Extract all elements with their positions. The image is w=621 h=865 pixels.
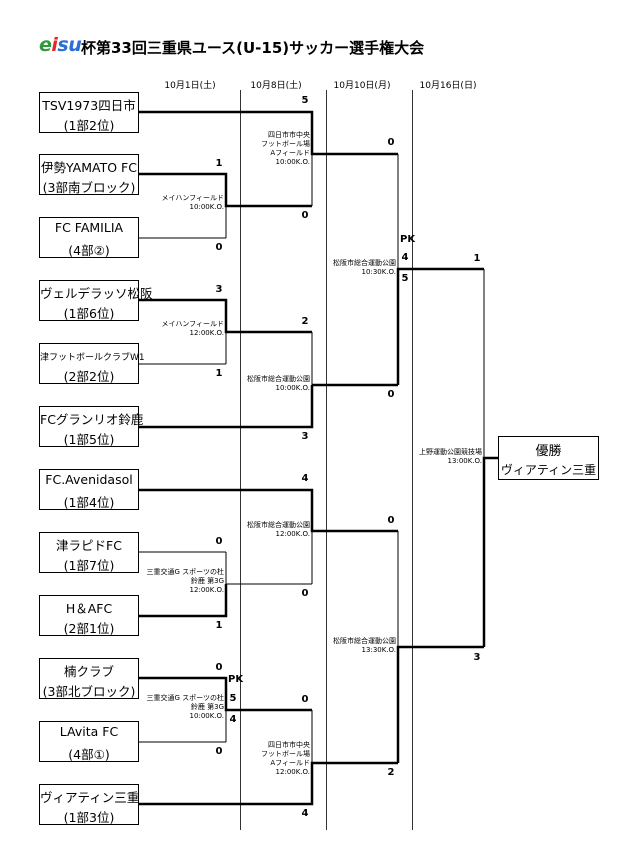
pk-score: 5 bbox=[229, 693, 237, 704]
team-box: ヴィアティン三重(1部3位) bbox=[39, 784, 139, 825]
score: 0 bbox=[387, 137, 395, 148]
team-box: ヴェルデラッソ松阪(1部6位) bbox=[39, 280, 153, 321]
date-final: 10月16日(日) bbox=[419, 81, 477, 91]
score: 0 bbox=[387, 389, 395, 400]
pk-label: PK bbox=[400, 234, 416, 245]
score: 1 bbox=[215, 368, 223, 379]
score: 0 bbox=[387, 515, 395, 526]
champion-box: 優勝 ヴィアティン三重 bbox=[498, 436, 599, 480]
score: 0 bbox=[215, 746, 223, 757]
score: 3 bbox=[473, 652, 481, 663]
column-divider bbox=[326, 90, 327, 830]
team-box: FC.Avenidasol(1部4位) bbox=[39, 469, 139, 510]
score: 2 bbox=[301, 316, 309, 327]
team-box: FC FAMILIA(4部②) bbox=[39, 217, 139, 258]
column-divider bbox=[240, 90, 241, 830]
score: 0 bbox=[301, 588, 309, 599]
score: 2 bbox=[387, 767, 395, 778]
score: 1 bbox=[473, 253, 481, 264]
date-round1: 10月1日(土) bbox=[164, 81, 216, 91]
score: 4 bbox=[301, 808, 309, 819]
pk-label: PK bbox=[228, 674, 244, 685]
team-box: LAvita FC(4部①) bbox=[39, 721, 139, 762]
team-box: 伊勢YAMATO FC(3部南ブロック) bbox=[39, 154, 139, 195]
score: 0 bbox=[215, 662, 223, 673]
team-box: TSV1973四日市(1部2位) bbox=[39, 92, 139, 133]
score: 3 bbox=[301, 431, 309, 442]
score: 0 bbox=[301, 210, 309, 221]
page-title: 杯第33回三重県ユース(U-15)サッカー選手権大会 bbox=[81, 39, 425, 57]
team-box: 津ラピドFC(1部7位) bbox=[39, 532, 139, 573]
score: 1 bbox=[215, 620, 223, 631]
score: 3 bbox=[215, 284, 223, 295]
date-round2: 10月8日(土) bbox=[250, 81, 302, 91]
champion-label: 優勝 bbox=[535, 444, 562, 459]
team-box: FCグランリオ鈴鹿(1部5位) bbox=[39, 406, 143, 447]
pk-score: 4 bbox=[229, 714, 237, 725]
score: 1 bbox=[215, 158, 223, 169]
column-divider bbox=[412, 90, 413, 830]
score: 0 bbox=[301, 694, 309, 705]
eisu-logo: eisu bbox=[39, 34, 82, 56]
team-box: H＆AFC(2部1位) bbox=[39, 595, 139, 636]
team-box: 楠クラブ(3部北ブロック) bbox=[39, 658, 139, 699]
score: 5 bbox=[301, 95, 309, 106]
score: 0 bbox=[215, 536, 223, 547]
champion-team: ヴィアティン三重 bbox=[500, 463, 597, 477]
pk-score: 4 bbox=[401, 252, 409, 263]
date-round3: 10月10日(月) bbox=[333, 81, 391, 91]
team-box: 津フットボールクラブW1(2部2位) bbox=[39, 343, 145, 384]
pk-score: 5 bbox=[401, 273, 409, 284]
score: 0 bbox=[215, 242, 223, 253]
score: 4 bbox=[301, 473, 309, 484]
